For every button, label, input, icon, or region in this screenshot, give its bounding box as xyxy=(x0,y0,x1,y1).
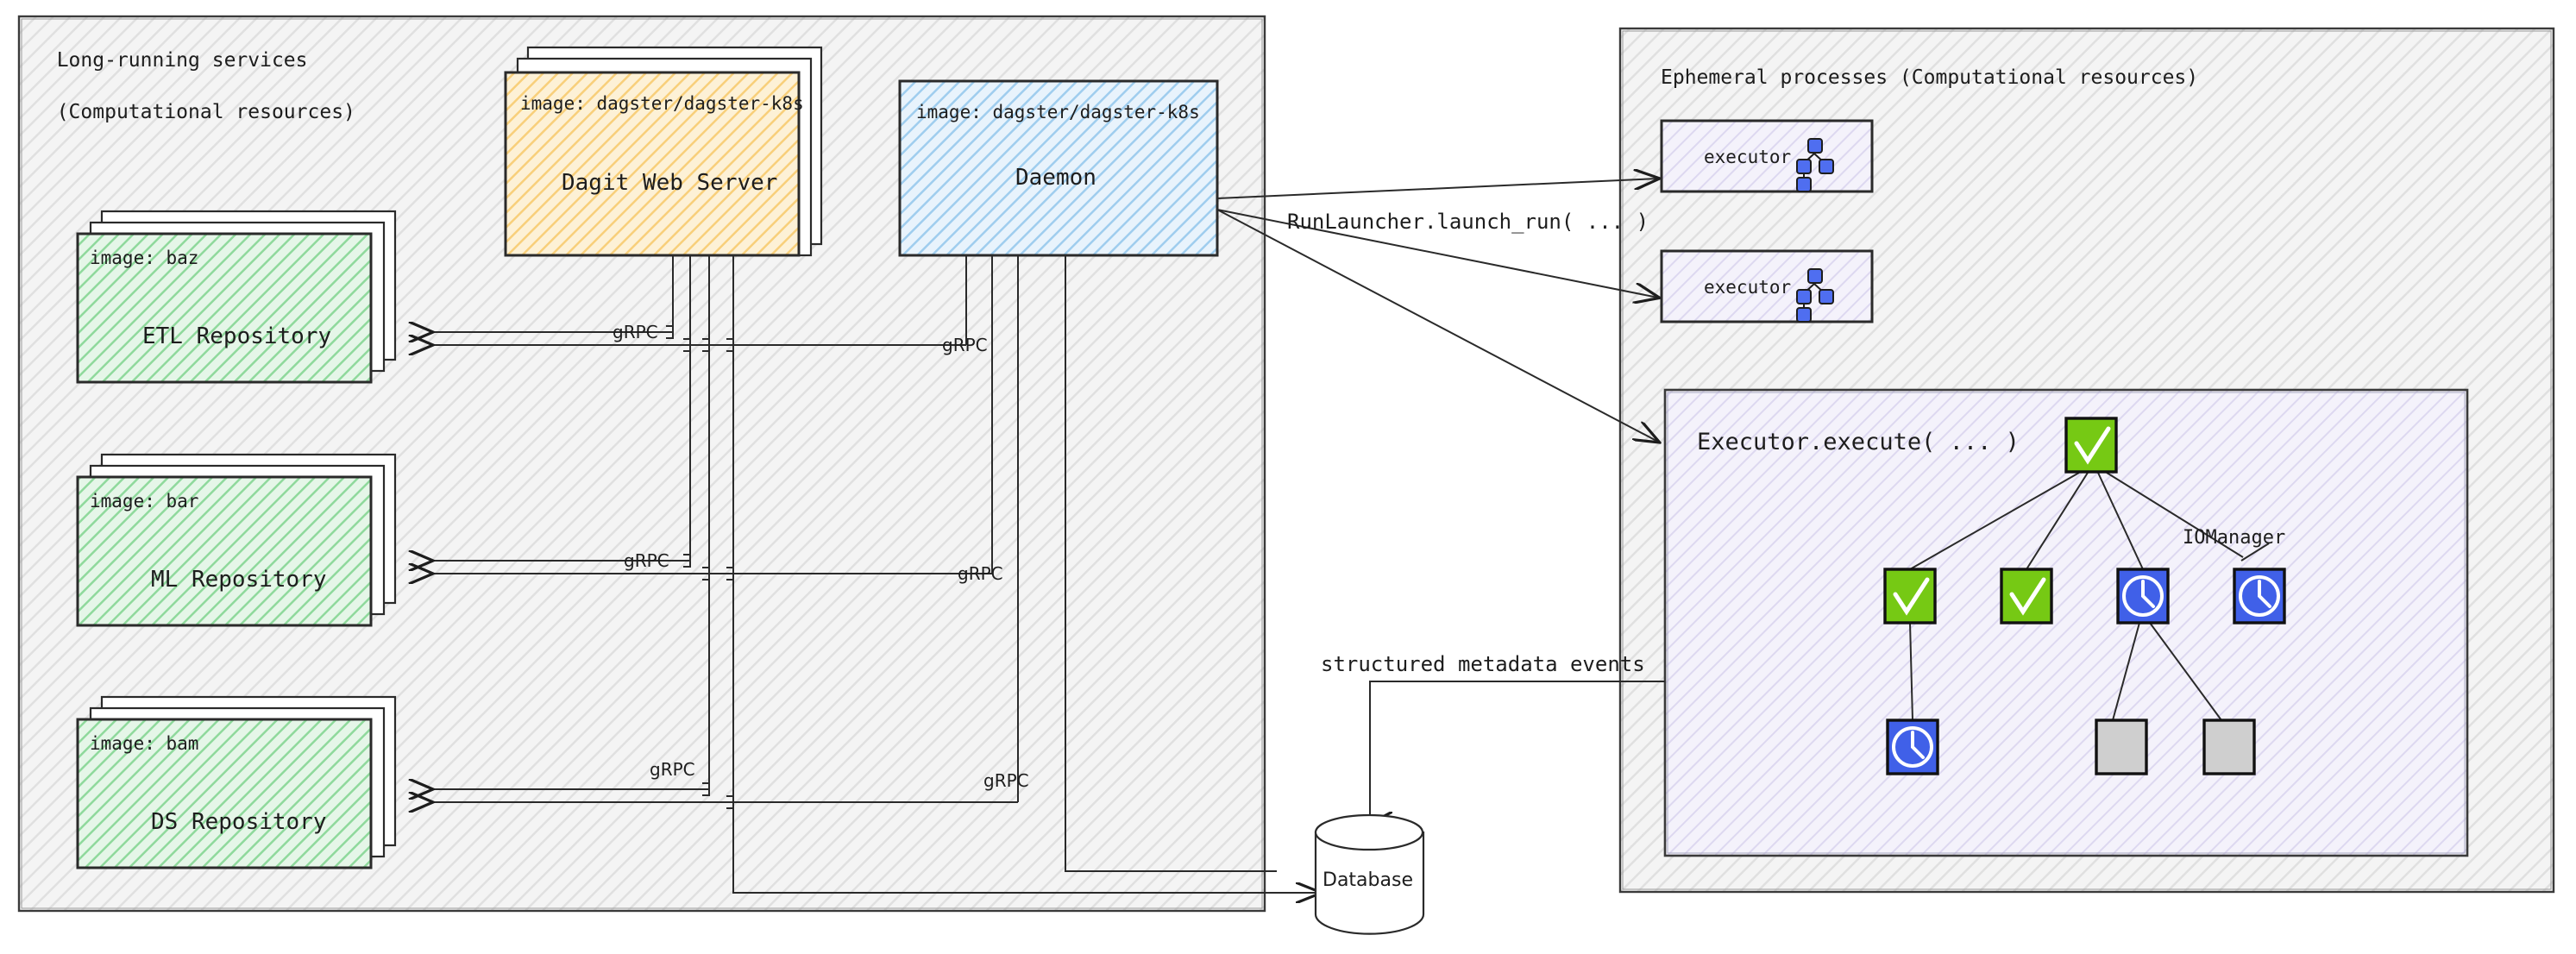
daemon-image-label: image: dagster/dagster-k8s xyxy=(916,102,1200,122)
daemon-title: Daemon xyxy=(1015,165,1096,191)
executor-label-2: executor xyxy=(1704,277,1792,298)
repository-card-ds[interactable] xyxy=(76,695,397,869)
iomanager-label: IOManager xyxy=(2183,527,2286,549)
repository-card-etl[interactable] xyxy=(76,210,397,384)
grpc-label: gRPC xyxy=(983,770,1029,791)
op-graph-nodes xyxy=(1883,417,2286,775)
repo-image-ml: image: bar xyxy=(90,491,199,512)
executor-box-2[interactable] xyxy=(1660,249,1874,323)
repo-name-ds: DS Repository xyxy=(151,809,327,835)
op-node-success[interactable] xyxy=(1883,568,1937,624)
op-node-running[interactable] xyxy=(2233,568,2286,624)
left-panel-title-line1: Long-running services xyxy=(56,49,308,72)
op-node-running[interactable] xyxy=(1886,719,1939,775)
repo-name-etl: ETL Repository xyxy=(142,323,332,349)
dag-nodes-icon xyxy=(1796,138,1834,192)
database-label: Database xyxy=(1323,869,1413,891)
execute-panel-title: Executor.execute( ... ) xyxy=(1697,429,2020,455)
op-node-pending[interactable] xyxy=(2202,719,2256,775)
daemon-card[interactable] xyxy=(898,79,1219,257)
repository-card-ml[interactable] xyxy=(76,453,397,627)
left-panel-title: Long-running services (Computational res… xyxy=(33,22,355,125)
grpc-label: gRPC xyxy=(650,759,695,780)
executor-box-1[interactable] xyxy=(1660,119,1874,193)
grpc-label: gRPC xyxy=(958,563,1003,584)
dagit-title: Dagit Web Server xyxy=(562,170,778,196)
op-node-pending[interactable] xyxy=(2095,719,2148,775)
right-panel-title: Ephemeral processes (Computational resou… xyxy=(1661,66,2199,89)
run-launcher-label: RunLauncher.launch_run( ... ) xyxy=(1287,210,1649,234)
executor-label-1: executor xyxy=(1704,147,1792,167)
dagit-web-server-card[interactable] xyxy=(504,46,823,257)
repo-image-ds: image: bam xyxy=(90,733,199,754)
grpc-label: gRPC xyxy=(942,335,988,355)
op-node-success[interactable] xyxy=(2064,417,2118,474)
left-panel-title-line2: (Computational resources) xyxy=(56,101,355,123)
repo-image-etl: image: baz xyxy=(90,248,199,268)
run-launcher-edges xyxy=(1216,179,1658,442)
metadata-events-edge xyxy=(1370,681,1665,824)
grpc-label: gRPC xyxy=(624,550,669,571)
line-jumps xyxy=(666,325,734,809)
grpc-label: gRPC xyxy=(613,322,658,342)
op-graph-edges xyxy=(1909,472,2270,721)
metadata-events-label: structured metadata events xyxy=(1321,652,1645,676)
dagit-image-label: image: dagster/dagster-k8s xyxy=(520,93,804,114)
database-cylinder[interactable] xyxy=(1314,813,1425,935)
op-node-running[interactable] xyxy=(2116,568,2170,624)
op-node-success[interactable] xyxy=(2000,568,2053,624)
dag-nodes-icon xyxy=(1796,268,1834,323)
repo-name-ml: ML Repository xyxy=(151,567,327,593)
